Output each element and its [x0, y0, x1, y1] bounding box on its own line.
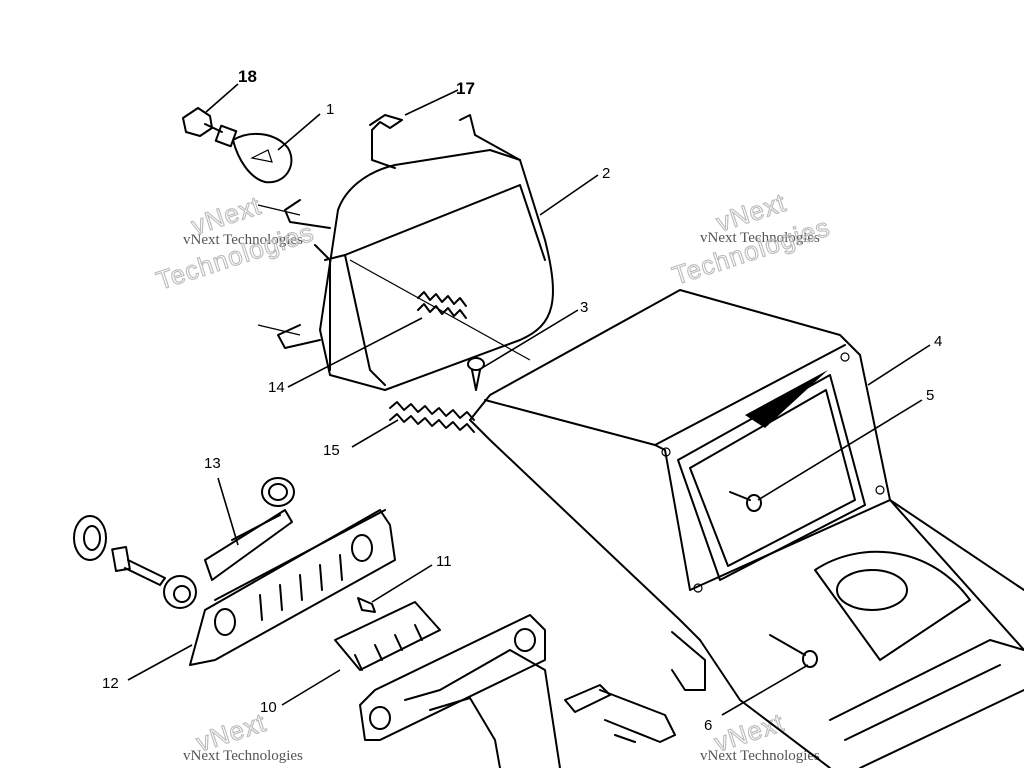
spring-part-15 — [389, 401, 475, 433]
callout-18: 18 — [238, 67, 257, 86]
grommet — [163, 575, 197, 609]
watermark-top-right: vNext vNext Technologies Technologies — [668, 187, 834, 292]
spring-clip-part-17 — [369, 114, 403, 169]
ignition-key — [73, 515, 166, 586]
callout-labels: 18 1 17 2 3 4 5 6 14 15 13 11 12 10 — [102, 67, 942, 734]
connector-part-10 — [334, 601, 441, 671]
callout-6: 6 — [704, 717, 712, 734]
headlight-housing-part-2 — [257, 114, 554, 391]
leader-lines — [127, 83, 931, 716]
callout-14: 14 — [268, 379, 285, 396]
callout-10: 10 — [260, 699, 277, 716]
callout-13: 13 — [204, 455, 221, 472]
watermark-company-line: vNext Technologies — [700, 230, 820, 246]
callout-15: 15 — [323, 442, 340, 459]
console-part-4 — [469, 289, 1024, 768]
bulb-socket-part-18 — [182, 107, 223, 137]
callout-5: 5 — [926, 387, 934, 404]
watermark-bottom-left: vNext vNext Technologies — [183, 707, 303, 764]
lower-bracket — [359, 614, 561, 768]
watermark-company-line: vNext Technologies — [183, 232, 303, 248]
toggle-switch — [564, 684, 676, 743]
spring-part-14 — [417, 291, 467, 319]
watermark-company-line: vNext Technologies — [183, 748, 303, 764]
bolt-part-5 — [729, 491, 762, 512]
callout-12: 12 — [102, 675, 119, 692]
callout-1: 1 — [326, 101, 334, 118]
callout-17: 17 — [456, 79, 475, 98]
callout-2: 2 — [602, 165, 610, 182]
fuse-part-11 — [357, 597, 376, 613]
callout-4: 4 — [934, 333, 942, 350]
grommet-upper — [261, 477, 295, 507]
callout-11: 11 — [436, 553, 452, 570]
switch-bracket-part-12 — [189, 509, 396, 666]
screw-part-3 — [467, 357, 485, 391]
bolt-part-6 — [769, 634, 818, 668]
callout-3: 3 — [580, 299, 588, 316]
watermark-brand-bottom: Technologies — [153, 217, 318, 296]
watermark-company-line: vNext Technologies — [700, 748, 820, 764]
headlight-bulb-part-1 — [214, 124, 293, 184]
plate-part-13 — [204, 509, 293, 581]
